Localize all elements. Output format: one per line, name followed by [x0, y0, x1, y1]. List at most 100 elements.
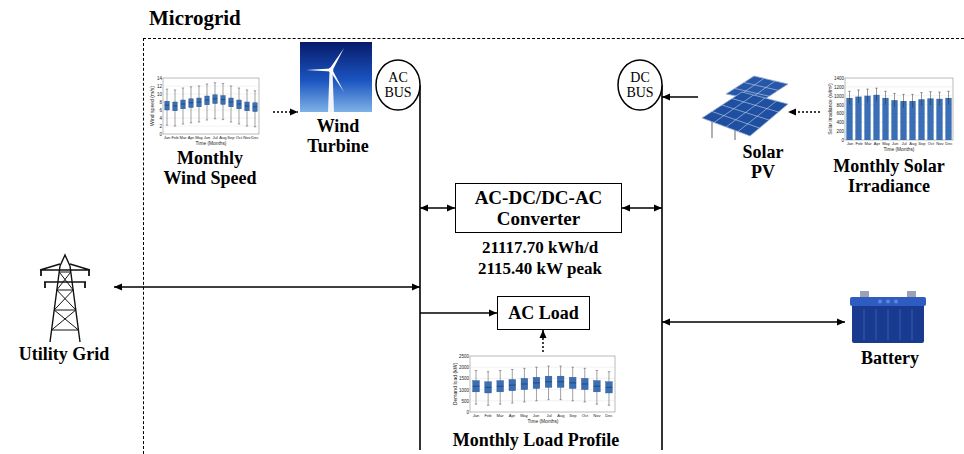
box-plot	[497, 381, 504, 392]
battery-body	[852, 303, 924, 343]
month-tick: Dec	[945, 142, 952, 146]
axis-title: Solar irradiance (w/m²)	[827, 83, 832, 135]
battery-cap	[878, 300, 882, 304]
month-tick: Apr	[873, 142, 879, 146]
error-bar	[938, 92, 940, 105]
axis-title: Time (Months)	[196, 141, 227, 146]
median-line	[533, 382, 540, 383]
median-line	[165, 105, 169, 106]
box-plot	[594, 381, 601, 392]
plot-area	[470, 356, 615, 412]
battery-cap	[894, 300, 898, 304]
plot-area	[163, 78, 259, 134]
axis-tick: 1400	[833, 76, 843, 81]
grid-line	[470, 378, 615, 379]
axis-tick: 2500	[458, 354, 468, 359]
converter-box: AC-DC/DC-AC Converter	[455, 183, 622, 233]
month-tick: Aug	[219, 136, 226, 140]
axis-tick: 800	[836, 102, 844, 107]
month-tick: Feb	[855, 142, 862, 146]
node-label: Solar PV	[738, 142, 788, 182]
box-plot	[189, 99, 193, 108]
axis-tick: 8	[159, 100, 162, 105]
box-plot	[181, 100, 185, 109]
axis-title: Wind speed (m/s)	[149, 86, 154, 126]
solar-panel	[702, 92, 788, 136]
axis-tick: 0	[841, 138, 844, 143]
axis-tick: 0	[159, 132, 162, 137]
month-tick: Oct	[236, 136, 242, 140]
median-line	[253, 106, 257, 107]
sky-photo	[300, 42, 372, 112]
grid-line	[470, 389, 615, 390]
axis-tick: 6	[159, 108, 162, 113]
dotted-arrow	[788, 111, 820, 113]
median-line	[205, 100, 209, 101]
median-line	[189, 102, 193, 103]
ac-bus: AC BUS	[374, 60, 422, 452]
grid-line	[163, 126, 259, 127]
median-line	[581, 384, 588, 385]
bus-line	[661, 85, 663, 450]
battery: Battery	[845, 288, 935, 368]
grid-line	[163, 94, 259, 95]
month-tick: Jul	[901, 142, 906, 146]
month-tick: Jan	[473, 414, 480, 418]
battery-picture	[850, 291, 926, 343]
month-tick: Nov	[593, 414, 600, 418]
node-label: Battery	[845, 348, 935, 368]
battery-cap	[886, 300, 890, 304]
axis-tick: 200	[836, 129, 844, 134]
bus-circle	[618, 60, 662, 110]
node-label: AC Load	[508, 303, 579, 323]
node-label: Monthly Load Profile	[444, 430, 628, 450]
axis-tick: 10	[156, 92, 161, 97]
month-tick: Mar	[179, 136, 186, 140]
axis-tick: 600	[836, 111, 844, 116]
whisker	[246, 90, 248, 126]
box-plot	[229, 98, 233, 107]
dotted-arrow	[273, 111, 298, 113]
grid-line	[845, 95, 953, 96]
month-tick: Nov	[936, 142, 943, 146]
box-plot	[221, 96, 225, 105]
node-label: Monthly Wind Speed	[160, 148, 260, 188]
median-line	[545, 381, 552, 382]
error-bar	[902, 94, 904, 107]
turbine-hub	[329, 68, 334, 73]
bus-symbol	[374, 60, 422, 452]
node-label: Utility Grid	[14, 344, 114, 364]
median-line	[557, 381, 564, 382]
month-tick: Oct	[582, 414, 588, 418]
box-plot	[197, 98, 201, 107]
box-plot	[473, 381, 480, 392]
whisker	[174, 90, 176, 126]
axis-tick: 14	[156, 76, 161, 81]
plot-area	[845, 78, 953, 140]
node-label: Microgrid	[149, 6, 289, 30]
box-plot	[173, 102, 177, 111]
error-bar	[929, 92, 931, 105]
axis-title: Time (Months)	[527, 419, 558, 424]
panel-stand	[712, 121, 735, 140]
month-tick: Jun	[891, 142, 898, 146]
error-bar	[920, 93, 922, 106]
month-tick: Mar	[497, 414, 504, 418]
month-tick: Aug	[557, 414, 564, 418]
median-line	[237, 104, 241, 105]
median-line	[245, 106, 249, 107]
dotted-arrow	[542, 330, 544, 352]
turbine-blade	[330, 69, 344, 92]
box-plot	[521, 378, 528, 389]
month-tick: May	[195, 136, 203, 140]
load-value: 21117.70 kWh/d	[482, 238, 598, 258]
axis-tick: 400	[836, 120, 844, 125]
box-plot	[533, 377, 540, 388]
power-link	[420, 312, 497, 313]
month-tick: May	[882, 142, 890, 146]
box-plot	[509, 380, 516, 391]
power-link	[662, 96, 698, 97]
axis-tick: 2000	[458, 365, 468, 370]
median-line	[213, 98, 217, 99]
chart-layer	[163, 78, 953, 412]
